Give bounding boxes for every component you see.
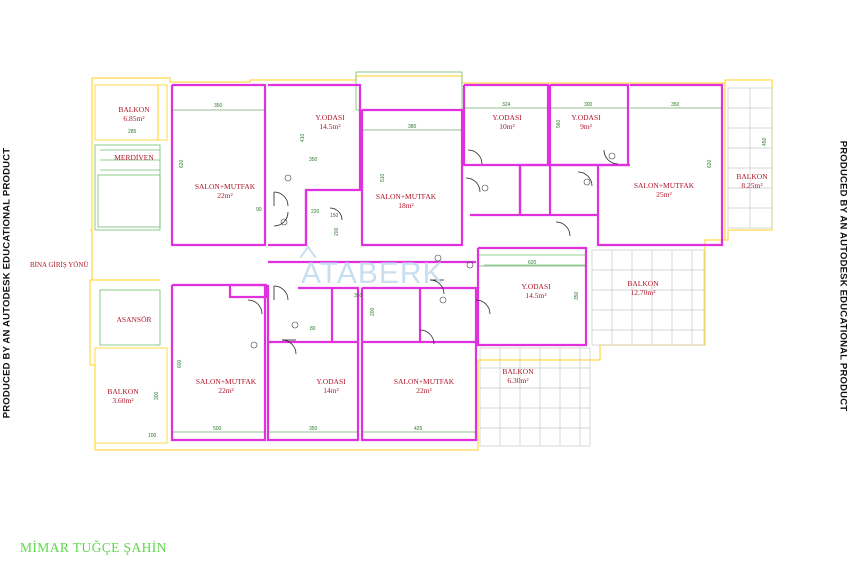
room-area: 9m² [580,122,593,131]
dimension-text: 200 [370,307,376,316]
room-name: Y.ODASI [315,113,345,122]
room-name: BALKON [627,279,659,288]
room-area: 12.70m² [631,288,657,297]
dimension-text: 620 [179,159,185,168]
dimension-text: 300 [584,102,593,108]
room-area: 14m² [323,386,339,395]
room-name: Y.ODASI [316,377,346,386]
room-name: ASANSÖR [116,315,151,324]
room-name: Y.ODASI [492,113,522,122]
dimension-text: 150 [330,213,339,219]
dimension-text: 220 [311,209,320,215]
fixtures [250,152,616,349]
room-name: BALKON [107,387,139,396]
dimension-text: 285 [128,129,137,135]
dimension-text: 450 [762,137,768,146]
dimension-text: 410 [300,133,306,142]
dimension-lines [172,107,722,433]
dimension-text: 620 [528,260,537,266]
room-name: Y.ODASI [521,282,551,291]
dimension-text: 600 [177,359,183,368]
room-area: 3.60m² [112,396,134,405]
walls [170,83,724,442]
dimension-text: 500 [213,426,222,432]
architect-signature: MİMAR TUĞÇE ŞAHİN [20,540,167,555]
balcony-outlines [94,84,168,444]
room-area: 14.5m² [319,122,341,131]
dimension-text: 620 [707,159,713,168]
room-area: 6.85m² [123,114,145,123]
dimension-text: 324 [502,102,511,108]
room-area: 10m² [499,122,515,131]
dimension-text: 350 [574,291,580,300]
dimension-text: 350 [214,103,223,109]
dimension-text: 380 [408,124,417,130]
room-name: BALKON [502,367,534,376]
autodesk-notice-right: PRODUCED BY AN AUTODESK EDUCATIONAL PROD… [837,140,849,412]
room-area: 25m² [656,190,672,199]
dimension-text: 510 [380,173,386,182]
dimension-text: 100 [148,433,157,439]
room-name: MERDİVEN [114,153,154,162]
room-name: SALON+MUTFAK [196,377,257,386]
room-name: BALKON [736,172,768,181]
dimension-text: 560 [556,119,562,128]
dimension-text: 300 [154,391,160,400]
room-name: SALON+MUTFAK [376,192,437,201]
room-name: SALON+MUTFAK [394,377,455,386]
dimension-text: 200 [334,227,340,236]
dimension-text: 350 [671,102,680,108]
room-area: 18m² [398,201,414,210]
room-area: 8.25m² [741,181,763,190]
dimension-text: 90 [256,207,262,213]
dimension-text: 350 [309,426,318,432]
room-area: 22m² [416,386,432,395]
dimension-text: 350 [309,157,318,163]
autodesk-notice-left: PRODUCED BY AN AUTODESK EDUCATIONAL PROD… [1,147,13,419]
dimension-text: 425 [414,426,423,432]
dimension-text: 80 [310,326,316,332]
room-name: Y.ODASI [571,113,601,122]
dimension-text: 350 [354,293,363,299]
watermark-logo-icon [300,246,316,258]
room-name: BALKON [118,105,150,114]
room-name: SALON+MUTFAK [195,182,256,191]
dimension-texts: 350 285 620 410 350 380 510 324 300 560 … [128,102,768,439]
room-area: 14.5m² [525,291,547,300]
entrance-label: BİNA GİRİŞ YÖNÜ [30,261,88,269]
green-guides [94,71,586,346]
room-labels: BALKON 6.85m² MERDİVEN SALON+MUTFAK 22m²… [107,105,768,405]
watermark: ATABERK [301,257,444,290]
door-swings [247,149,619,355]
room-name: SALON+MUTFAK [634,181,695,190]
room-area: 22m² [218,386,234,395]
room-area: 22m² [217,191,233,200]
room-area: 6.30m² [507,376,529,385]
balcony-tiles [479,87,773,447]
